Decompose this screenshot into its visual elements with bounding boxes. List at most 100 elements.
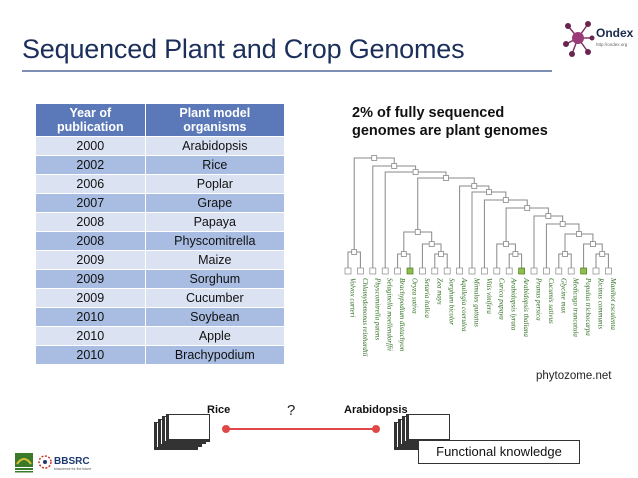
year-cell: 2007 [36, 193, 146, 213]
tree-node [486, 189, 492, 195]
species-label: Glycine max [559, 278, 567, 314]
table-header-row: Year of publication Plant model organism… [36, 104, 284, 137]
tree-node [471, 183, 478, 189]
organism-cell: Apple [145, 326, 284, 346]
organism-cell: Soybean [145, 307, 284, 327]
year-cell: 2008 [36, 231, 146, 251]
tree-node [562, 251, 568, 257]
organism-cell: Arabidopsis [145, 136, 284, 156]
tree-node [400, 251, 407, 257]
species-label: Cucumis sativus [547, 278, 555, 324]
column-header-organism: Plant model organisms [145, 104, 284, 137]
species-marker [580, 267, 587, 275]
year-cell: 2006 [36, 174, 146, 194]
organism-cell: Grape [145, 193, 284, 213]
tree-node [391, 163, 398, 169]
year-cell: 2002 [36, 155, 146, 175]
species-marker [555, 267, 563, 275]
organism-cell: Cucumber [145, 288, 284, 308]
species-label: Ricinus communis [597, 277, 605, 329]
year-cell: 2000 [36, 136, 146, 156]
year-cell: 2009 [36, 250, 146, 270]
genome-table: Year of publication Plant model organism… [36, 104, 284, 365]
comparison-link-line [226, 428, 376, 430]
organism-cell: Rice [145, 155, 284, 175]
year-cell: 2010 [36, 326, 146, 346]
organism-cell: Poplar [145, 174, 284, 194]
tree-node [599, 251, 606, 257]
year-cell: 2010 [36, 307, 146, 327]
tree-node [371, 155, 378, 161]
species-label: Volvox carteri [349, 278, 357, 318]
organism-cell: Papaya [145, 212, 284, 232]
year-cell: 2009 [36, 288, 146, 308]
species-marker [567, 267, 575, 275]
tree-node [412, 169, 419, 175]
species-marker [394, 267, 401, 275]
species-label: Oryza sativa [411, 278, 419, 314]
year-cell: 2009 [36, 269, 146, 289]
species-marker [406, 267, 414, 275]
species-label: Mimulus guttatus [473, 277, 481, 327]
species-marker [481, 267, 488, 275]
species-marker [468, 267, 476, 275]
tree-node [502, 197, 509, 203]
bbsrc-logo-text: BBSRC [54, 456, 90, 467]
species-label: Vitis vinifera [485, 278, 493, 314]
organism-cell: Maize [145, 250, 284, 270]
functional-knowledge-box: Functional knowledge [418, 440, 580, 464]
tree-node [438, 251, 444, 257]
species-label: Zea mays [435, 278, 443, 305]
tree-node [414, 229, 421, 235]
species-label: Manihot esculenta [609, 277, 617, 330]
ondex-logo-icon [563, 21, 595, 57]
tree-node [589, 241, 596, 247]
species-label: Chlamydomonas reinhardtii [361, 278, 369, 357]
species-marker [344, 267, 352, 275]
tree-node [559, 221, 566, 227]
slide-title: Sequenced Plant and Crop Genomes [22, 34, 465, 64]
arabidopsis-link-dot [372, 425, 380, 433]
year-cell: 2010 [36, 345, 146, 365]
species-label: Arabidopsis lyrata [510, 277, 518, 331]
tree-node [576, 231, 582, 237]
species-marker [530, 267, 538, 275]
column-header-year: Year of publication [36, 104, 146, 137]
species-label: Aquilegia coerulea [460, 277, 468, 332]
ondex-logo-text: Ondex [596, 26, 634, 40]
species-label: Populus trichocarpa [584, 277, 592, 336]
species-marker [369, 267, 377, 275]
headline-line: genomes are plant genomes [352, 123, 548, 139]
species-label: Medicago truncatula [572, 277, 580, 337]
species-label: Carica papaya [497, 278, 505, 320]
arabidopsis-label: Arabidopsis [344, 404, 408, 416]
rice-link-dot [222, 425, 230, 433]
species-marker [456, 267, 463, 275]
tree-node [443, 175, 449, 181]
species-marker [443, 267, 451, 275]
year-cell: 2008 [36, 212, 146, 232]
bbsrc-logo-icon [38, 455, 52, 469]
species-marker [543, 267, 550, 275]
species-marker [381, 267, 389, 275]
rice-document-stack-icon [154, 414, 216, 450]
tree-branches [347, 157, 609, 268]
species-marker [419, 267, 426, 275]
tree-node [512, 251, 519, 257]
species-marker [493, 267, 501, 275]
phylogenetic-tree: Volvox carteri Chlamydomonas reinhardtii P… [344, 155, 617, 357]
tree-node [503, 241, 510, 247]
rothamsted-logo-icon [15, 453, 33, 473]
species-marker [592, 267, 600, 275]
tree-node [545, 213, 552, 219]
tree-branch [471, 191, 507, 268]
